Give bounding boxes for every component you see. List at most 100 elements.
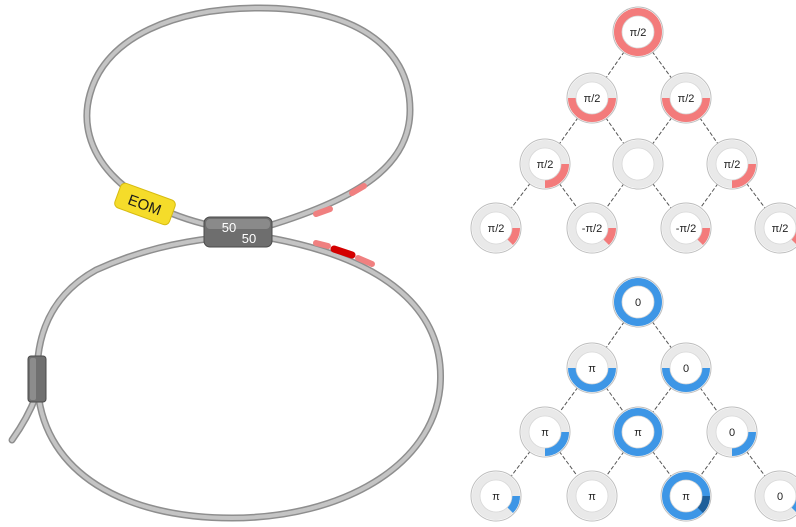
node-center bbox=[669, 81, 703, 115]
pulse bbox=[313, 240, 331, 249]
pulse bbox=[349, 183, 367, 196]
node-label: π bbox=[634, 427, 642, 439]
coupler-ratio-top: 50 bbox=[222, 220, 236, 235]
input-coupler bbox=[27, 355, 47, 403]
pulse-strong bbox=[330, 245, 356, 259]
node-center bbox=[621, 15, 655, 49]
node-fill bbox=[662, 97, 710, 122]
node-fill bbox=[614, 278, 662, 326]
node-fill bbox=[544, 163, 569, 188]
tree-node: π/2 bbox=[519, 138, 571, 190]
node-center bbox=[763, 211, 796, 245]
tree-node: 0 bbox=[612, 276, 664, 328]
node-label: π/2 bbox=[724, 159, 741, 171]
node-fill bbox=[791, 495, 796, 512]
node-label: π bbox=[588, 491, 596, 503]
tree-node: 0 bbox=[706, 406, 758, 458]
tree-node: -π/2 bbox=[566, 202, 618, 254]
node-center bbox=[575, 211, 609, 245]
node-center bbox=[715, 415, 749, 449]
sign-tree: 0 π 0 π π 0 π π π 0 bbox=[470, 276, 796, 522]
coupler-ratio-bottom: 50 bbox=[242, 231, 256, 246]
node-fill bbox=[603, 227, 616, 245]
node-center bbox=[621, 147, 655, 181]
node-center bbox=[621, 415, 655, 449]
node-track bbox=[756, 472, 796, 520]
node-label: π bbox=[682, 491, 690, 503]
node-fill bbox=[568, 367, 616, 392]
node-center bbox=[575, 81, 609, 115]
node-label: -π/2 bbox=[676, 223, 696, 235]
fiber-coupler: 50 50 bbox=[203, 216, 273, 248]
node-track bbox=[568, 472, 616, 520]
node-label: 0 bbox=[777, 491, 783, 503]
tree-node: π bbox=[519, 406, 571, 458]
fiber-loop-setup: EOM 50 50 bbox=[8, 4, 445, 522]
tree-node: π bbox=[566, 470, 618, 522]
node-center bbox=[528, 415, 562, 449]
pulse bbox=[313, 206, 333, 217]
node-fill-dark bbox=[697, 495, 710, 513]
node-label: π/2 bbox=[488, 223, 505, 235]
tree-node: π/2 bbox=[660, 72, 712, 124]
node-label: -π/2 bbox=[582, 223, 602, 235]
tree-node: -π/2 bbox=[660, 202, 712, 254]
node-center bbox=[715, 147, 749, 181]
node-label: π/2 bbox=[630, 27, 647, 39]
tree-node: π/2 bbox=[566, 72, 618, 124]
tree-node: π/2 bbox=[754, 202, 796, 254]
node-label: π bbox=[541, 427, 549, 439]
tree-node: π/2 bbox=[706, 138, 758, 190]
node-label: π/2 bbox=[584, 93, 601, 105]
tree-connectors bbox=[495, 31, 781, 229]
pulse bbox=[355, 255, 375, 267]
node-track bbox=[614, 140, 662, 188]
tree-node: π bbox=[660, 470, 712, 522]
node-fill bbox=[544, 431, 569, 456]
node-center bbox=[479, 211, 513, 245]
tree-node: π bbox=[566, 342, 618, 394]
node-fill bbox=[791, 227, 796, 244]
node-fill bbox=[731, 431, 756, 456]
node-fill bbox=[662, 367, 710, 392]
node-label: π bbox=[492, 491, 500, 503]
node-center bbox=[575, 479, 609, 513]
phase-tree: π/2 π/2 π/2 π/2 π/2 π/2 -π/2 -π/2 π/2 bbox=[470, 6, 796, 254]
node-center bbox=[621, 285, 655, 319]
node-fill bbox=[697, 227, 710, 245]
node-center bbox=[575, 351, 609, 385]
tree-node: π/2 bbox=[470, 202, 522, 254]
node-center bbox=[528, 147, 562, 181]
node-fill bbox=[614, 8, 662, 56]
node-center bbox=[669, 479, 703, 513]
node-center bbox=[479, 479, 513, 513]
tree-node: 0 bbox=[660, 342, 712, 394]
tree-node: 0 bbox=[754, 470, 796, 522]
node-track bbox=[756, 204, 796, 252]
node-label: π/2 bbox=[678, 93, 695, 105]
node-label: π bbox=[588, 363, 596, 375]
pulses-upper bbox=[313, 183, 367, 217]
node-center bbox=[763, 479, 796, 513]
node-label: 0 bbox=[683, 363, 689, 375]
node-fill bbox=[507, 495, 520, 513]
pulses-lower bbox=[313, 240, 375, 267]
node-label: π/2 bbox=[772, 223, 789, 235]
lower-fiber-loop bbox=[33, 234, 445, 522]
tree-node bbox=[612, 138, 664, 190]
node-fill bbox=[568, 97, 616, 122]
node-center bbox=[669, 351, 703, 385]
node-label: 0 bbox=[635, 297, 641, 309]
tree-connectors bbox=[495, 301, 781, 497]
eom-modulator: EOM bbox=[114, 182, 176, 226]
tree-node: π bbox=[612, 406, 664, 458]
node-fill bbox=[507, 227, 520, 245]
node-fill bbox=[614, 408, 662, 456]
node-fill bbox=[731, 163, 756, 188]
node-label: π/2 bbox=[537, 159, 554, 171]
tree-node: π bbox=[470, 470, 522, 522]
node-label: 0 bbox=[729, 427, 735, 439]
tree-node: π/2 bbox=[612, 6, 664, 58]
node-center bbox=[669, 211, 703, 245]
